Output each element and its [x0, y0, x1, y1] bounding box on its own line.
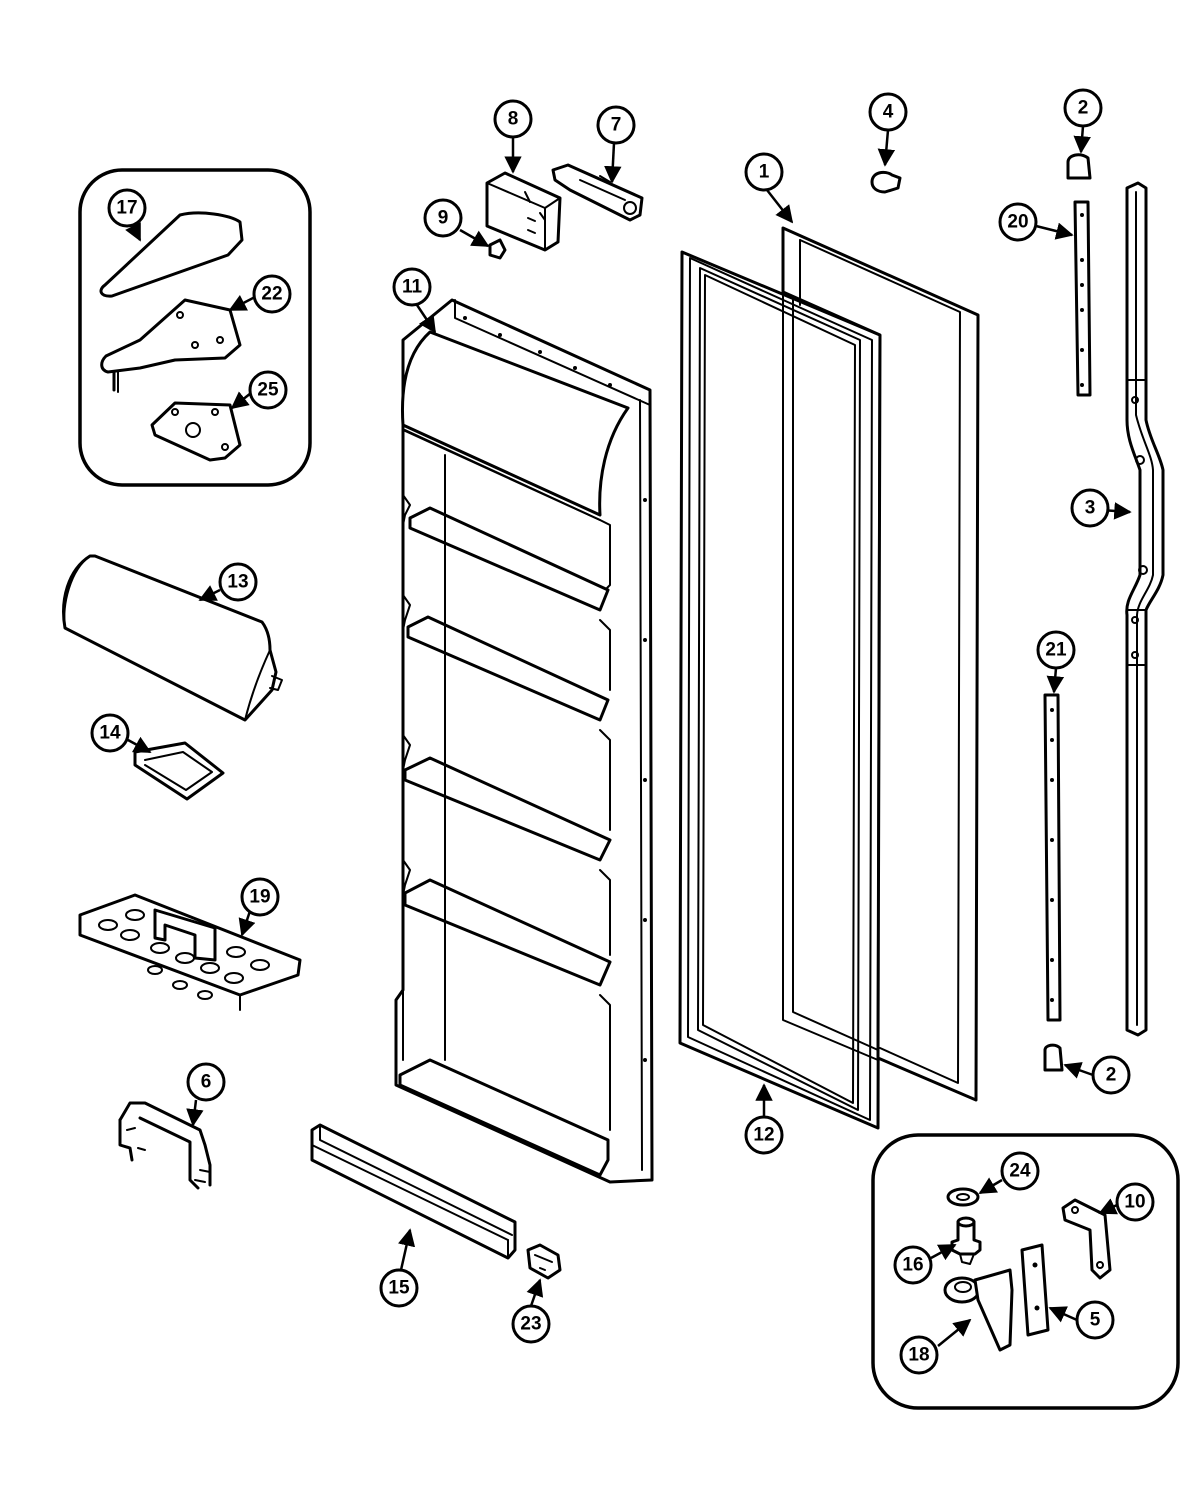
callout-7: 7	[596, 105, 636, 145]
callout-6-label: 6	[201, 1072, 212, 1093]
inset-box-hinge-parts	[871, 1133, 1180, 1410]
part-4-light-bulb	[870, 170, 902, 194]
callout-19: 19	[240, 877, 280, 917]
callout-8: 8	[493, 99, 533, 139]
callout-5-label: 5	[1090, 1310, 1101, 1331]
callout-9: 9	[423, 198, 463, 238]
callout-1-label: 1	[759, 162, 770, 183]
part-3-door-handle	[1125, 181, 1165, 1037]
callout-20-label: 20	[1007, 212, 1028, 233]
callout-9-label: 9	[438, 208, 449, 229]
part-9-clip	[488, 238, 507, 260]
callout-2-top: 2	[1063, 88, 1103, 128]
callout-21: 21	[1036, 630, 1076, 670]
callout-24-label: 24	[1009, 1161, 1031, 1182]
part-25-shim-plate	[150, 401, 242, 462]
callout-22: 22	[252, 274, 292, 314]
callout-7-label: 7	[611, 115, 622, 136]
callout-13-label: 13	[227, 572, 248, 593]
callout-8-label: 8	[508, 109, 519, 130]
part-17-hinge-cover	[99, 211, 244, 298]
part-2-cap-top	[1066, 153, 1092, 180]
callout-15: 15	[379, 1268, 419, 1308]
callout-24: 24	[1000, 1151, 1040, 1191]
callout-14-label: 14	[99, 723, 121, 744]
callout-18-label: 18	[908, 1345, 929, 1366]
leader-lines	[125, 125, 1132, 1347]
callout-17-label: 17	[116, 198, 137, 219]
callout-11-label: 11	[402, 277, 423, 298]
part-24-washer	[946, 1187, 980, 1207]
part-5-shim	[1020, 1243, 1050, 1337]
callout-10-label: 10	[1124, 1192, 1145, 1213]
part-7-switch-actuator	[551, 163, 644, 222]
part-8-switch-housing	[485, 171, 562, 252]
part-15-door-rail	[310, 1123, 517, 1260]
callout-13: 13	[218, 562, 258, 602]
callout-11: 11	[392, 267, 432, 307]
callout-12-label: 12	[753, 1125, 774, 1146]
callout-25-label: 25	[257, 380, 279, 401]
callout-10: 10	[1115, 1182, 1155, 1222]
callout-15-label: 15	[388, 1278, 410, 1299]
callout-2-bottom-label: 2	[1106, 1065, 1117, 1086]
callout-2-bottom: 2	[1091, 1055, 1131, 1095]
callout-1: 1	[744, 152, 784, 192]
callout-6: 6	[186, 1062, 226, 1102]
callout-14: 14	[90, 713, 130, 753]
callout-19-label: 19	[249, 887, 270, 908]
callout-3-label: 3	[1085, 498, 1096, 519]
callout-17: 17	[107, 188, 147, 228]
part-13-dairy-door	[62, 554, 283, 722]
callout-4-label: 4	[883, 102, 894, 123]
callout-20: 20	[998, 202, 1038, 242]
callout-25: 25	[248, 370, 288, 410]
part-21-strip	[1043, 693, 1062, 1022]
callout-16: 16	[893, 1245, 933, 1285]
part-2-cap-bottom	[1043, 1043, 1064, 1072]
part-10-bracket	[1061, 1198, 1112, 1280]
part-18-bottom-hinge	[943, 1268, 1014, 1352]
callout-23-label: 23	[520, 1314, 541, 1335]
part-19-egg-tray	[78, 893, 302, 1011]
part-23-clip	[526, 1243, 562, 1280]
liner-shelves	[398, 429, 612, 1177]
part-20-strip	[1073, 200, 1092, 397]
part-12-door-gasket	[678, 250, 882, 1130]
part-22-hinge-plate	[100, 298, 242, 393]
callout-5: 5	[1075, 1300, 1115, 1340]
callout-2-top-label: 2	[1078, 98, 1089, 119]
inset-box-hinge-covers	[78, 168, 312, 487]
part-1-door-panel	[781, 226, 980, 1102]
callout-23: 23	[511, 1304, 551, 1344]
callout-21-label: 21	[1045, 640, 1067, 661]
callout-18: 18	[899, 1335, 939, 1375]
callout-12: 12	[744, 1115, 784, 1155]
part-11-door-liner	[394, 298, 654, 1184]
callout-3: 3	[1070, 488, 1110, 528]
part-16-hinge-pin	[950, 1216, 982, 1265]
callout-16-label: 16	[902, 1255, 923, 1276]
callout-4: 4	[868, 92, 908, 132]
part-14-small-tray	[133, 741, 225, 801]
part-6-bin-bracket	[118, 1101, 212, 1190]
callout-22-label: 22	[261, 284, 282, 305]
